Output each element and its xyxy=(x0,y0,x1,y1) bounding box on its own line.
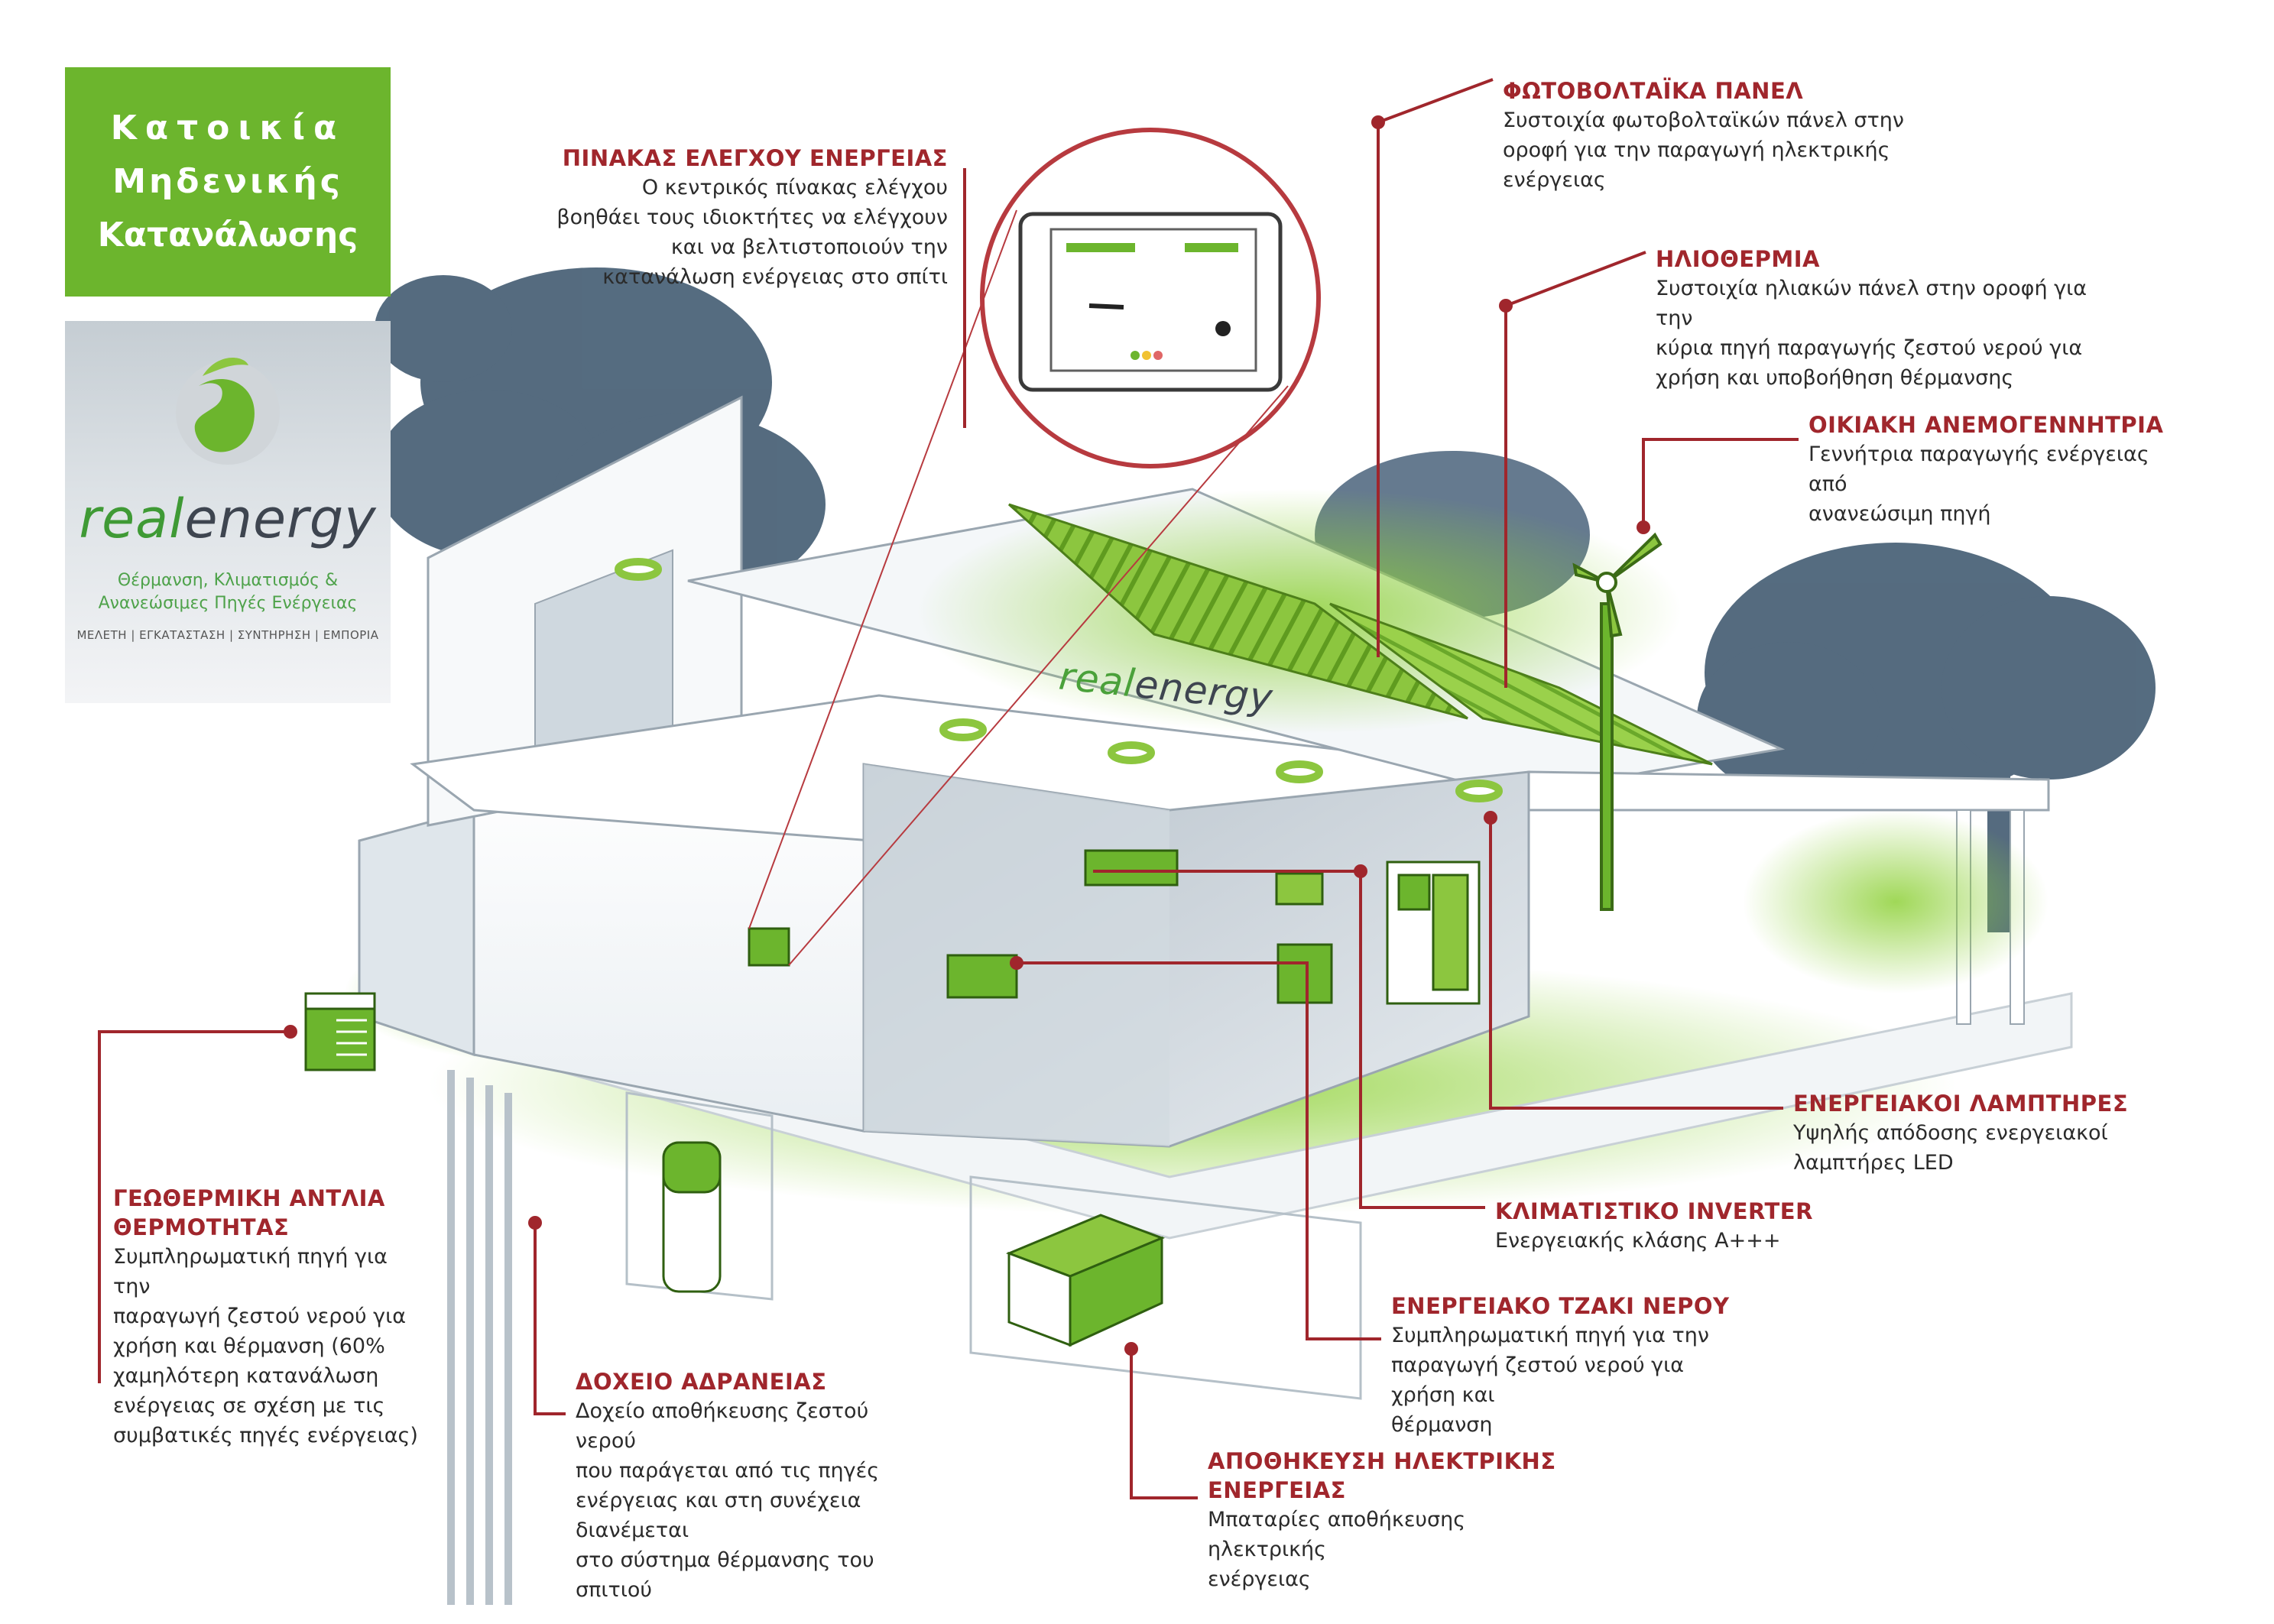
control-panel-device xyxy=(1018,212,1283,392)
buffer-tank xyxy=(662,1141,722,1293)
callout-text: Ενεργειακής κλάσης Α+++ xyxy=(1495,1229,1781,1253)
callout-buffer-tank: ΔΟΧΕΙΟ ΑΔΡΑΝΕΙΑΣ Δοχείο αποθήκευσης ζεστ… xyxy=(576,1367,927,1605)
callout-text: κατανάλωση ενέργειας στο σπίτι xyxy=(602,265,948,289)
callout-text: Υψηλής απόδοσης ενεργειακοί xyxy=(1793,1121,2108,1145)
logo-sphere-icon xyxy=(176,357,280,465)
callout-heading: ΚΛΙΜΑΤΙΣΤΙΚΟ INVERTER xyxy=(1495,1198,1813,1224)
callout-text: κύρια πηγή παραγωγής ζεστού νερού για xyxy=(1656,336,2083,360)
callout-text: οροφή για την παραγωγή ηλεκτρικής xyxy=(1503,138,1890,162)
callout-text: συμβατικές πηγές ενέργειας) xyxy=(113,1424,418,1447)
wind-turbine xyxy=(1572,532,1663,911)
callout-heading: ΕΝΕΡΓΕΙΑΚΟΙ ΛΑΜΠΤΗΡΕΣ xyxy=(1793,1091,2129,1117)
title-panel: Κατοικία Μηδενικής Κατανάλωσης xyxy=(65,67,391,297)
logo-wordmark: realenergy xyxy=(65,488,391,550)
callout-text: χρήση και υποβοήθηση θέρμανσης xyxy=(1656,366,2014,390)
callout-lamps: ΕΝΕΡΓΕΙΑΚΟΙ ΛΑΜΠΤΗΡΕΣ Υψηλής απόδοσης εν… xyxy=(1793,1089,2160,1178)
logo-word-energy: energy xyxy=(184,488,377,550)
callout-text: ενέργειας xyxy=(1208,1567,1311,1591)
callout-text: Ο κεντρικός πίνακας ελέγχου xyxy=(641,176,948,199)
logo-panel: realenergy Θέρμανση, Κλιματισμός & Ανανε… xyxy=(65,321,391,703)
callout-text: Συμπληρωματική πηγή για την xyxy=(113,1245,388,1298)
logo-tagline-line-2: Ανανεώσιμες Πηγές Ενέργειας xyxy=(98,594,358,613)
callout-fireplace: ΕΝΕΡΓΕΙΑΚΟ ΤΖΑΚΙ ΝΕΡΟΥ Συμπληρωματική πη… xyxy=(1391,1292,1743,1440)
callout-text: ενέργειας σε σχέση με τις xyxy=(113,1394,385,1418)
callout-heading: ΘΕΡΜΟΤΗΤΑΣ xyxy=(113,1214,290,1240)
callout-text: Συστοιχία ηλιακών πάνελ στην οροφή για τ… xyxy=(1656,277,2087,330)
logo-services: ΜΕΛΕΤΗ | ΕΓΚΑΤΑΣΤΑΣΗ | ΣΥΝΤΗΡΗΣΗ | ΕΜΠΟΡ… xyxy=(76,628,379,642)
callout-text: που παράγεται από τις πηγές xyxy=(576,1459,880,1483)
callout-heading: ΔΟΧΕΙΟ ΑΔΡΑΝΕΙΑΣ xyxy=(576,1369,827,1395)
callout-control-panel: ΠΙΝΑΚΑΣ ΕΛΕΓΧΟΥ ΕΝΕΡΓΕΙΑΣ Ο κεντρικός πί… xyxy=(535,144,948,292)
callout-text: Γεννήτρια παραγωγής ενέργειας από xyxy=(1808,442,2149,496)
callout-heading: ΠΙΝΑΚΑΣ ΕΛΕΓΧΟΥ ΕΝΕΡΓΕΙΑΣ xyxy=(562,145,948,171)
callout-text: παραγωγή ζεστού νερού για xyxy=(113,1305,407,1328)
callout-solar-thermal: ΗΛΙΟΘΕΡΜΙΑ Συστοιχία ηλιακών πάνελ στην … xyxy=(1656,245,2091,393)
callout-heading: ΕΝΕΡΓΕΙΑΚΟ ΤΖΑΚΙ ΝΕΡΟΥ xyxy=(1391,1293,1730,1319)
callout-photovoltaic: ΦΩΤΟΒΟΛΤΑΪΚΑ ΠΑΝΕΛ Συστοιχία φωτοβολταϊκ… xyxy=(1503,76,1938,195)
callout-wind-turbine: ΟΙΚΙΑΚΗ ΑΝΕΜΟΓΕΝΝΗΤΡΙΑ Γεννήτρια παραγωγ… xyxy=(1808,410,2175,529)
callout-text: Μπαταρίες αποθήκευσης ηλεκτρικής xyxy=(1208,1508,1466,1561)
callout-text: ενέργειας xyxy=(1503,168,1606,192)
callout-text: χαμηλότερη κατανάλωση xyxy=(113,1364,379,1388)
callout-heading: ΟΙΚΙΑΚΗ ΑΝΕΜΟΓΕΝΝΗΤΡΙΑ xyxy=(1808,412,2164,438)
callout-text: Δοχείο αποθήκευσης ζεστού νερού xyxy=(576,1399,869,1453)
callout-text: θέρμανση xyxy=(1391,1413,1493,1437)
title-line-3: Κατανάλωσης xyxy=(97,216,358,254)
callout-geothermal: ΓΕΩΘΕΡΜΙΚΗ ΑΝΤΛΙΑ ΘΕΡΜΟΤΗΤΑΣ Συμπληρωματ… xyxy=(113,1184,419,1451)
logo-tagline: Θέρμανση, Κλιματισμός & Ανανεώσιμες Πηγέ… xyxy=(80,569,375,615)
logo-tagline-line-1: Θέρμανση, Κλιματισμός & xyxy=(117,571,339,590)
geothermal-unit xyxy=(304,992,376,1071)
callout-heading: ΓΕΩΘΕΡΜΙΚΗ ΑΝΤΛΙΑ xyxy=(113,1185,385,1211)
callout-text: λαμπτήρες LED xyxy=(1793,1151,1954,1175)
callout-battery: ΑΠΟΘΗΚΕΥΣΗ ΗΛΕΚΤΡΙΚΗΣ ΕΝΕΡΓΕΙΑΣ Μπαταρίε… xyxy=(1208,1447,1590,1594)
battery-unit xyxy=(1005,1214,1166,1347)
callout-text: ανανεώσιμη πηγή xyxy=(1808,502,1991,526)
callout-text: παραγωγή ζεστού νερού για χρήση και xyxy=(1391,1353,1685,1407)
title-line-2: Μηδενικής xyxy=(112,162,343,201)
callout-text: στο σύστημα θέρμανσης του σπιτιού xyxy=(576,1548,874,1602)
callout-heading: ΦΩΤΟΒΟΛΤΑΪΚΑ ΠΑΝΕΛ xyxy=(1503,78,1804,104)
callout-text: και να βελτιστοποιούν την xyxy=(670,235,948,259)
callout-text: χρήση και θέρμανση (60% xyxy=(113,1334,385,1358)
title-line-1: Κατοικία xyxy=(110,109,345,147)
callout-text: Συμπληρωματική πηγή για την xyxy=(1391,1324,1709,1347)
callout-air-conditioner: ΚΛΙΜΑΤΙΣΤΙΚΟ INVERTER Ενεργειακής κλάσης… xyxy=(1495,1197,1847,1256)
callout-heading: ΗΛΙΟΘΕΡΜΙΑ xyxy=(1656,246,1820,272)
callout-heading: ΕΝΕΡΓΕΙΑΣ xyxy=(1208,1477,1346,1503)
callout-text: ενέργειας και στη συνέχεια διανέμεται xyxy=(576,1489,861,1542)
wall-word-real: real xyxy=(1056,653,1138,706)
logo-word-real: real xyxy=(79,488,185,550)
callout-text: Συστοιχία φωτοβολταϊκών πάνελ στην xyxy=(1503,109,1904,132)
callout-text: βοηθάει τους ιδιοκτήτες να ελέγχουν xyxy=(556,206,948,229)
callout-heading: ΑΠΟΘΗΚΕΥΣΗ ΗΛΕΚΤΡΙΚΗΣ xyxy=(1208,1448,1556,1474)
appliances xyxy=(748,849,1481,1005)
